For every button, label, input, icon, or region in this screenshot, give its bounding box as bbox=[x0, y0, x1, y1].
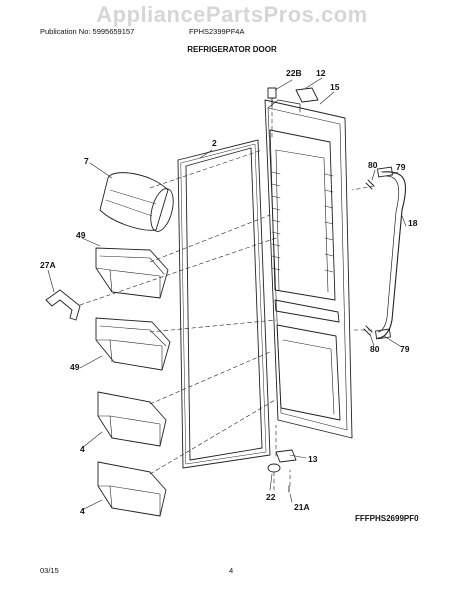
leader-lines bbox=[47, 77, 407, 511]
door-bin-lower-a bbox=[97, 391, 167, 447]
page-title: REFRIGERATOR DOOR bbox=[187, 45, 277, 54]
callout-79-top: 79 bbox=[396, 162, 406, 172]
callout-13: 13 bbox=[308, 454, 318, 464]
alignment-lines bbox=[79, 97, 375, 491]
callout-4-upper: 4 bbox=[80, 444, 85, 454]
model-number: FPHS2399PF4A bbox=[189, 27, 245, 36]
callout-12: 12 bbox=[316, 68, 326, 78]
door-bin-lower-b bbox=[97, 461, 167, 517]
callout-49-lower: 49 bbox=[70, 362, 80, 372]
callout-80-top: 80 bbox=[368, 160, 378, 170]
callout-labels: 22B 12 15 2 7 80 79 18 49 27A 49 80 79 4… bbox=[40, 68, 418, 516]
top-cap-part bbox=[295, 87, 319, 103]
callout-18: 18 bbox=[408, 218, 418, 228]
callout-27A: 27A bbox=[40, 260, 56, 270]
dairy-door bbox=[99, 172, 174, 232]
callout-49-upper: 49 bbox=[76, 230, 86, 240]
callout-22B: 22B bbox=[286, 68, 302, 78]
callout-2: 2 bbox=[212, 138, 217, 148]
door-bin-upper bbox=[95, 247, 169, 299]
handle-screws bbox=[363, 179, 375, 336]
callout-80-bottom: 80 bbox=[370, 344, 380, 354]
door-gasket bbox=[177, 139, 271, 469]
diagram-code: FFFPHS2699PF0 bbox=[355, 514, 419, 523]
door-handle bbox=[375, 166, 407, 340]
callout-15: 15 bbox=[330, 82, 340, 92]
callout-7: 7 bbox=[84, 156, 89, 166]
publication-number: Publication No: 5995659157 bbox=[40, 27, 135, 36]
callout-22: 22 bbox=[266, 492, 276, 502]
door-liner bbox=[264, 87, 353, 439]
shelf-retainer-clip bbox=[45, 289, 81, 321]
door-bin-middle bbox=[95, 317, 171, 371]
callout-79-bottom: 79 bbox=[400, 344, 410, 354]
footer-date: 03/15 bbox=[40, 566, 59, 575]
callout-4-lower: 4 bbox=[80, 506, 85, 516]
footer-page-number: 4 bbox=[229, 566, 234, 575]
watermark: AppliancePartsPros.com bbox=[96, 2, 368, 27]
bottom-hinge-parts bbox=[267, 449, 297, 493]
callout-21A: 21A bbox=[294, 502, 310, 512]
